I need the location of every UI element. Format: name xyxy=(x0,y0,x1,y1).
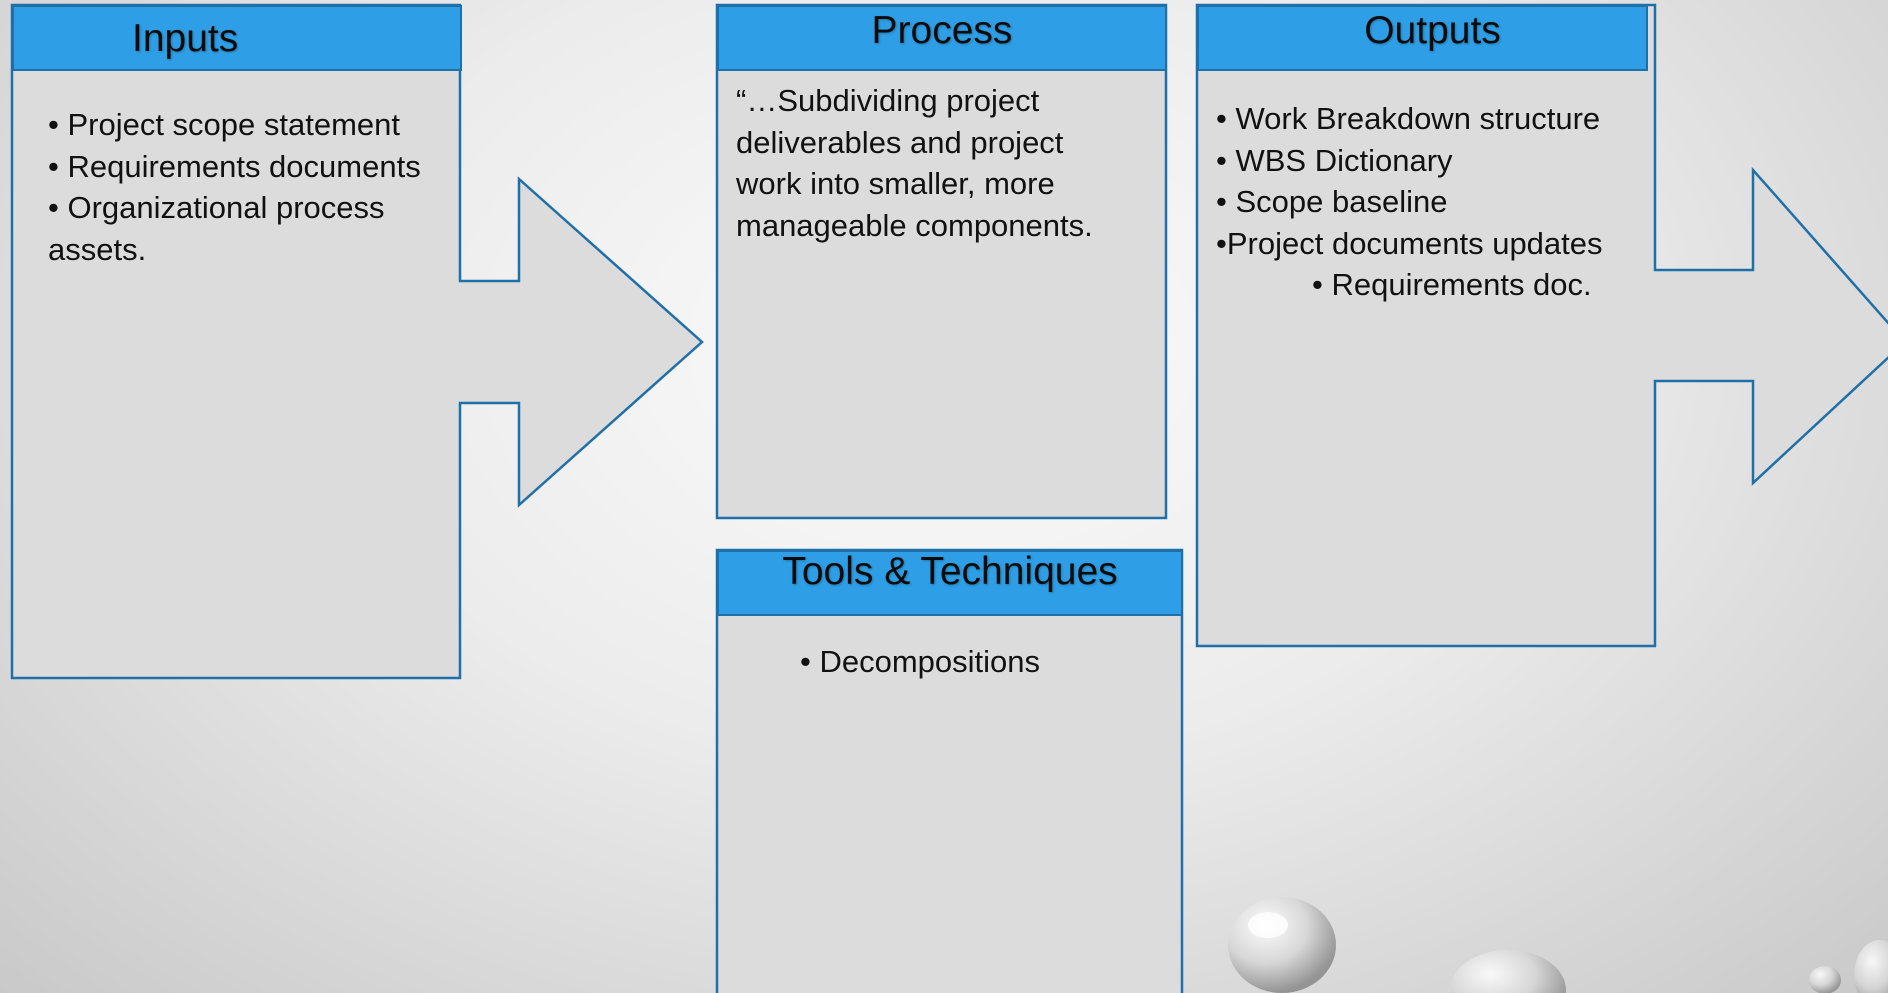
inputs-list: • Project scope statement • Requirements… xyxy=(48,104,448,270)
process-text: “…Subdividing project deliverables and p… xyxy=(736,83,1093,243)
outputs-item: • WBS Dictionary xyxy=(1216,142,1453,178)
process-box-shape xyxy=(715,3,1168,520)
outputs-item: • Work Breakdown structure xyxy=(1216,101,1601,136)
inputs-item: • Organizational process assets. xyxy=(48,190,385,267)
outputs-item: • Scope baseline xyxy=(1216,184,1448,219)
outputs-item: •Project documents updates xyxy=(1216,225,1603,261)
inputs-item: • Project scope statement xyxy=(48,107,401,142)
tools-title: Tools & Techniques xyxy=(782,550,1118,593)
outputs-header: Outputs xyxy=(1197,5,1648,71)
tools-list: • Decompositions xyxy=(800,641,1160,683)
inputs-header: Inputs xyxy=(12,5,462,71)
outputs-item: • Requirements doc. xyxy=(1312,267,1592,302)
outputs-arrow-shape xyxy=(1195,3,1888,648)
process-description: “…Subdividing project deliverables and p… xyxy=(736,80,1136,246)
inputs-arrow-shape xyxy=(10,3,704,680)
outputs-title: Outputs xyxy=(1364,9,1501,52)
inputs-title: Inputs xyxy=(132,17,239,60)
water-drops-decoration xyxy=(1228,897,1888,993)
process-header: Process xyxy=(717,5,1167,71)
tools-box-shape xyxy=(715,548,1184,993)
tools-item: • Decompositions xyxy=(800,644,1041,679)
tools-header: Tools & Techniques xyxy=(717,550,1183,616)
process-title: Process xyxy=(871,9,1013,52)
outputs-list: • Work Breakdown structure • WBS Diction… xyxy=(1216,98,1656,306)
inputs-item: • Requirements documents xyxy=(48,148,421,184)
